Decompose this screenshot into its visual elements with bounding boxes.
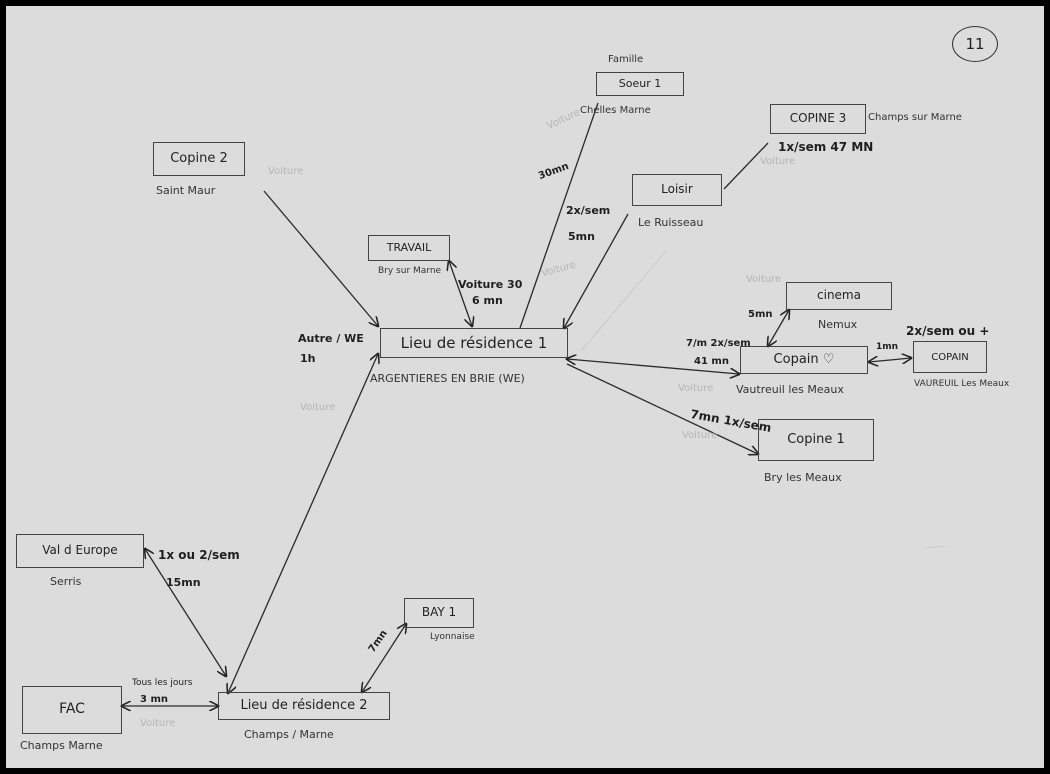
node-copine2-label: Copine 2 xyxy=(170,150,228,166)
edge-soeur-residence1 xyxy=(519,102,599,329)
node-copain-r-place: VAUREUIL Les Meaux xyxy=(914,379,1010,389)
freq-loisir: 2x/sem xyxy=(566,204,611,217)
node-soeur-label: Soeur 1 xyxy=(618,76,662,90)
edge-loisir-residence1 xyxy=(564,213,629,328)
freq-copine3: 1x/sem 47 MN xyxy=(778,140,874,154)
edge-residence2-bay1 xyxy=(362,624,406,692)
node-residence2: Lieu de résidence 2 xyxy=(218,692,390,720)
faint-label: Voiture xyxy=(300,402,336,413)
node-bay1: BAY 1 xyxy=(404,598,474,628)
time-loisir: 5mn xyxy=(568,230,595,243)
node-copain-label: Copain ♡ xyxy=(773,351,835,367)
edge-copine3-loisir xyxy=(723,142,769,190)
node-copain: Copain ♡ xyxy=(740,346,868,374)
time-fac: 3 mn xyxy=(140,694,168,705)
faint-label: Voiture xyxy=(760,156,796,167)
freq-valeurope: 1x ou 2/sem xyxy=(158,548,240,562)
faint-label: Voiture xyxy=(746,274,782,285)
node-residence2-label: Lieu de résidence 2 xyxy=(240,697,368,713)
node-copine2-place: Saint Maur xyxy=(156,184,216,197)
page-number-badge: 11 xyxy=(952,26,998,62)
faint-label: Voiture xyxy=(268,166,304,177)
node-travail-label: TRAVAIL xyxy=(386,240,432,254)
node-fac: FAC xyxy=(22,686,122,734)
node-copain-r: COPAIN xyxy=(913,341,987,373)
time-copain-r: 1mn xyxy=(876,342,899,352)
node-residence2-place: Champs / Marne xyxy=(244,728,334,741)
node-loisir-place: Le Ruisseau xyxy=(638,216,704,229)
faint-label: Voiture xyxy=(682,430,718,441)
faint-label: Voiture xyxy=(678,383,714,394)
node-loisir-label: Loisir xyxy=(661,182,693,197)
time-travail: 6 mn xyxy=(472,294,503,307)
edge-cinema-copain xyxy=(768,310,789,346)
node-residence1-label: Lieu de résidence 1 xyxy=(400,333,548,352)
edge-valeurope-residence2 xyxy=(145,549,226,676)
node-copain-r-label: COPAIN xyxy=(931,351,969,363)
connection-lines xyxy=(6,102,947,768)
page-number: 11 xyxy=(965,35,985,53)
edge-travail-residence1 xyxy=(449,261,472,326)
node-bay1-place: Lyonnaise xyxy=(430,632,475,642)
node-valeurope-label: Val d Europe xyxy=(42,543,118,558)
node-valeurope: Val d Europe xyxy=(16,534,144,568)
node-residence1-place: ARGENTIERES EN BRIE (WE) xyxy=(370,372,525,385)
freq-copain-r: 2x/sem ou + xyxy=(906,324,990,338)
node-cinema-label: cinema xyxy=(817,288,861,303)
diagram-canvas: 11 Copine 2 Saint Maur TRAVAIL Bry sur M… xyxy=(6,6,1044,768)
faint-label: Voiture xyxy=(140,718,176,729)
freq-travail: Voiture 30 xyxy=(458,278,523,291)
node-copine1: Copine 1 xyxy=(758,419,874,461)
time-copine2: 1h xyxy=(300,352,316,365)
freq-copain: 7/m 2x/sem xyxy=(686,338,751,349)
time-copain: 41 mn xyxy=(694,356,729,367)
node-soeur: Soeur 1 xyxy=(596,72,684,96)
edge-residence2-residence1 xyxy=(228,354,378,693)
node-copine1-place: Bry les Meaux xyxy=(764,471,842,484)
freq-fac: Tous les jours xyxy=(132,678,193,688)
node-residence1: Lieu de résidence 1 xyxy=(380,328,568,358)
edge-residence1-copain xyxy=(567,359,739,374)
node-cinema-place: Nemux xyxy=(818,318,858,331)
node-bay1-label: BAY 1 xyxy=(421,605,457,620)
node-copine2: Copine 2 xyxy=(153,142,245,176)
edge-copine2-residence1 xyxy=(263,190,378,326)
node-valeurope-place: Serris xyxy=(50,575,82,588)
node-copine1-label: Copine 1 xyxy=(787,431,845,447)
time-cinema: 5mn xyxy=(748,309,773,320)
edge-residence1-copine1 xyxy=(566,363,758,454)
freq-copine2: Autre / WE xyxy=(298,332,364,345)
node-loisir: Loisir xyxy=(632,174,722,206)
node-soeur-top: Famille xyxy=(608,54,644,65)
node-copine3-place: Champs sur Marne xyxy=(868,112,962,123)
node-cinema: cinema xyxy=(786,282,892,310)
node-travail: TRAVAIL xyxy=(368,235,450,261)
node-fac-place: Champs Marne xyxy=(20,739,103,752)
node-soeur-place: Chelles Marne xyxy=(580,105,651,116)
node-fac-label: FAC xyxy=(59,701,85,718)
time-valeurope: 15mn xyxy=(166,576,201,589)
node-copain-place: Vautreuil les Meaux xyxy=(736,383,844,396)
node-copine3: COPINE 3 xyxy=(770,104,866,134)
edge-copain-copainr xyxy=(869,358,911,362)
node-travail-place: Bry sur Marne xyxy=(378,266,442,276)
node-copine3-label: COPINE 3 xyxy=(789,111,847,126)
